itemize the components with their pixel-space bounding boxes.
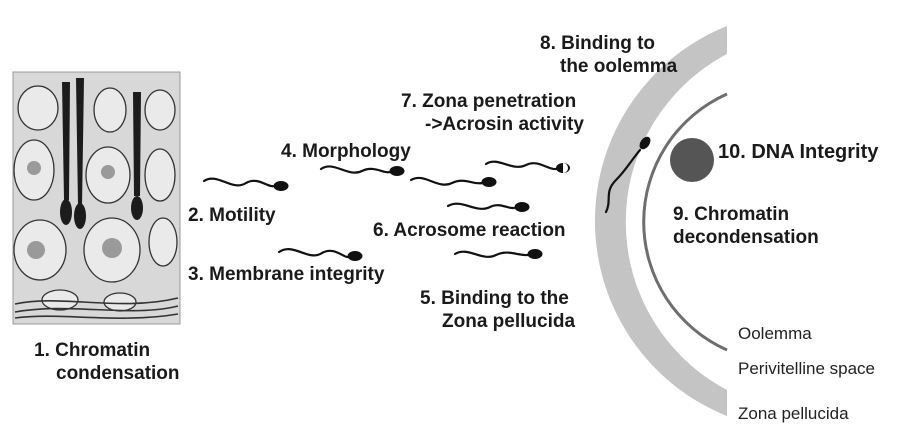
nucleus	[670, 138, 714, 182]
label-chromatin-decondensation: 9. Chromatin decondensation	[673, 203, 819, 249]
label-dna-integrity: 10. DNA Integrity	[718, 141, 878, 164]
label-motility: 2. Motility	[188, 204, 276, 227]
label-chromatin-condensation: 1. Chromatin condensation	[34, 339, 180, 385]
legend-perivitelline-space: Perivitelline space	[738, 357, 875, 380]
label-membrane-integrity: 3. Membrane integrity	[188, 263, 384, 286]
sperm-zona-penetration	[486, 162, 570, 173]
legend-oolemma: Oolemma	[738, 322, 812, 345]
label-zona-penetration: 7. Zona penetration ->Acrosin activity	[401, 90, 584, 136]
sperm-membrane-integrity	[279, 249, 363, 261]
legend-zona-pellucida: Zona pellucida	[738, 402, 849, 425]
label-binding-zona: 5. Binding to the Zona pellucida	[420, 287, 575, 333]
testis-histology-image	[13, 72, 180, 324]
label-binding-oolemma: 8. Binding to the oolemma	[540, 32, 677, 78]
sperm-acrosome-reaction-upper	[411, 177, 497, 187]
sperm-motility	[204, 179, 289, 191]
label-acrosome-reaction: 6. Acrosome reaction	[373, 219, 566, 242]
sperm-binding-zona	[455, 249, 543, 259]
label-morphology: 4. Morphology	[281, 140, 411, 163]
sperm-acrosome-reaction	[448, 202, 530, 212]
sperm-morphology	[321, 166, 405, 176]
